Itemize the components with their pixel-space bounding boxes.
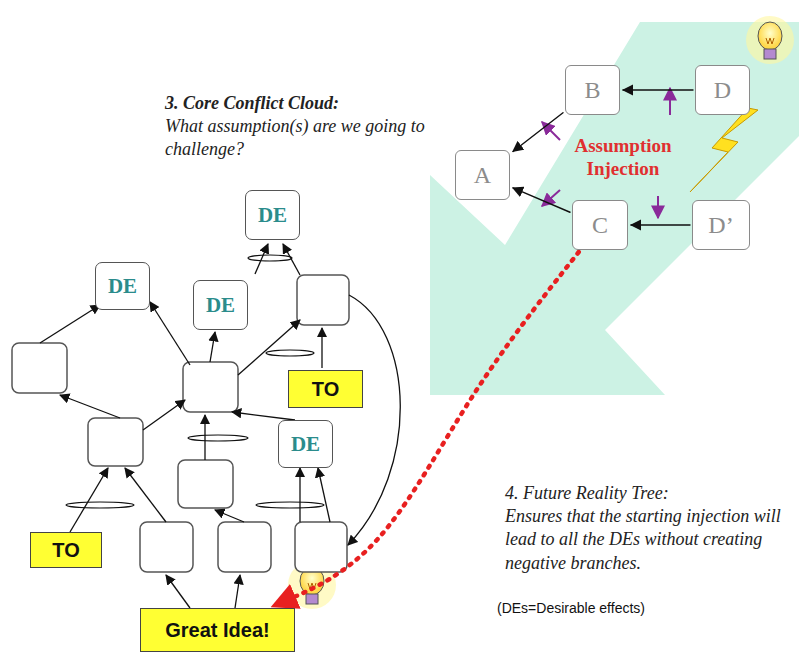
desirable-effect-box: DE bbox=[95, 262, 150, 310]
section-heading: 3. Core Conflict Cloud: bbox=[165, 92, 435, 115]
node-text: TO bbox=[312, 378, 339, 401]
section-text: What assumption(s) are we going to chall… bbox=[165, 115, 435, 162]
cloud-box: A bbox=[455, 150, 510, 200]
great-idea-box: Great Idea! bbox=[140, 608, 295, 652]
node-text: C bbox=[592, 212, 608, 239]
section-heading: 4. Future Reality Tree: bbox=[505, 482, 790, 505]
connector bbox=[513, 188, 570, 212]
connector bbox=[276, 252, 579, 605]
connector bbox=[513, 113, 563, 152]
node-text: B bbox=[584, 77, 600, 104]
to-box: TO bbox=[288, 370, 363, 408]
injection-label: Assumption Injection bbox=[548, 135, 698, 181]
section-text: Ensures that the starting injection will… bbox=[505, 505, 790, 575]
injection-pointer bbox=[542, 122, 560, 140]
light-bulb bbox=[746, 16, 794, 64]
connector bbox=[623, 89, 693, 90]
legend-note: (DEs=Desirable effects) bbox=[497, 600, 777, 616]
connector bbox=[631, 224, 690, 225]
node-text: TO bbox=[52, 539, 79, 562]
cloud-box: D bbox=[695, 65, 750, 115]
node-text: D bbox=[714, 77, 731, 104]
and-connector bbox=[66, 255, 324, 508]
node-text: DE bbox=[291, 432, 320, 457]
node-text: D’ bbox=[708, 212, 733, 239]
empty-tree-box bbox=[12, 275, 349, 572]
injection-pointer bbox=[657, 196, 659, 218]
node-text: Great Idea! bbox=[165, 619, 269, 642]
node-text: A bbox=[474, 162, 491, 189]
node-text: DE bbox=[206, 293, 235, 318]
to-box: TO bbox=[30, 532, 102, 568]
cloud-box: C bbox=[572, 200, 628, 250]
desirable-effect-box: DE bbox=[193, 280, 248, 330]
injection-pointer bbox=[669, 88, 671, 115]
cloud-box: B bbox=[565, 65, 620, 115]
desirable-effect-box: DE bbox=[245, 190, 300, 240]
desirable-effect-box: DE bbox=[278, 420, 333, 468]
lightning-bolt bbox=[690, 108, 758, 192]
node-text: DE bbox=[108, 274, 137, 299]
cloud-box: D’ bbox=[692, 200, 750, 250]
node-text: DE bbox=[258, 203, 287, 228]
injection-arrow-band bbox=[430, 22, 799, 395]
